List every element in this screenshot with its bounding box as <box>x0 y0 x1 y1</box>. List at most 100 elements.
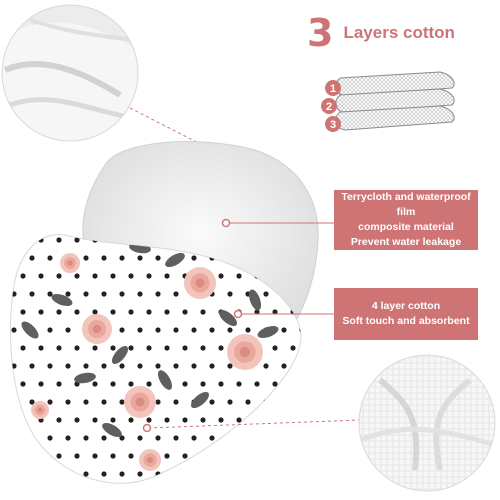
polka-dot <box>146 381 152 387</box>
polka-dot <box>83 363 89 369</box>
polka-dot <box>272 345 278 351</box>
leaf <box>102 423 122 437</box>
cotton-callout-line-1: 4 layer cotton <box>371 300 441 312</box>
polka-dot <box>65 399 71 405</box>
polka-dot <box>38 273 44 279</box>
polka-dot <box>20 453 26 459</box>
layer-badge-1 <box>325 80 341 96</box>
polka-dot <box>218 381 224 387</box>
polka-dot <box>56 273 62 279</box>
polka-dot <box>290 453 296 459</box>
polka-dot <box>29 291 35 297</box>
polka-dot <box>38 345 44 351</box>
layer-number-3: 3 <box>330 119 336 131</box>
polka-dot <box>281 435 287 441</box>
terrycloth-callout: Terrycloth and waterproof film composite… <box>334 190 478 250</box>
polka-dot <box>263 363 269 369</box>
leaf <box>74 372 96 384</box>
polka-dot <box>29 363 35 369</box>
terrycloth-callout-line-2: composite material <box>358 221 454 233</box>
layers-diagram: 1 2 3 <box>321 71 455 132</box>
polka-dot <box>137 363 143 369</box>
polka-dot <box>2 381 7 386</box>
polka-dot <box>119 471 125 477</box>
polka-dot <box>200 381 206 387</box>
rose-flower <box>227 334 263 370</box>
layer-count: 3 <box>307 11 334 55</box>
polka-dot <box>299 363 301 369</box>
polka-dot <box>164 345 170 351</box>
polka-dot <box>47 291 53 297</box>
polka-dot <box>20 309 26 315</box>
rose-flower <box>124 386 156 418</box>
polka-dot <box>191 363 197 369</box>
layer-badge-2 <box>321 98 337 114</box>
polka-dot <box>155 327 161 333</box>
polka-dot <box>191 435 197 441</box>
polka-dot <box>119 363 125 369</box>
polka-dot <box>209 471 215 477</box>
layer-number-1: 1 <box>330 83 336 95</box>
polka-dot <box>74 417 80 423</box>
polka-dot <box>20 345 26 351</box>
polka-dot <box>47 471 53 477</box>
polka-dot <box>11 327 17 333</box>
leaf <box>158 370 172 390</box>
polka-dot <box>173 471 179 477</box>
polka-dot <box>227 399 233 405</box>
polka-dot <box>209 327 215 333</box>
polka-dot <box>74 345 80 351</box>
polka-dot <box>11 435 17 441</box>
polka-dot <box>119 327 125 333</box>
polka-dot <box>236 453 242 459</box>
connector-line-bottom <box>147 419 361 429</box>
polka-dot <box>281 327 287 333</box>
layers-headline: 3 Layers cotton <box>307 14 455 52</box>
polka-dot <box>281 399 287 405</box>
layer-badge-3 <box>325 116 341 132</box>
leaf <box>111 345 129 365</box>
polka-dot <box>200 453 206 459</box>
polka-dot <box>164 309 170 315</box>
polka-dot <box>29 399 35 405</box>
polka-dot <box>281 471 287 477</box>
polka-dot <box>164 453 170 459</box>
headline-title: Layers cotton <box>343 23 455 42</box>
polka-dot <box>290 345 296 351</box>
terrycloth-callout-line-1: Terrycloth and waterproof film <box>341 191 471 218</box>
polka-dot <box>110 453 116 459</box>
polka-dot <box>218 417 224 423</box>
rose-flower <box>139 449 161 471</box>
polka-dot <box>83 291 89 297</box>
polka-dot <box>110 273 116 279</box>
polka-dot <box>227 435 233 441</box>
polka-dot <box>182 381 188 387</box>
polka-dot <box>227 327 233 333</box>
polka-dot <box>227 291 233 297</box>
polka-dot <box>56 345 62 351</box>
polka-dot <box>74 273 80 279</box>
polka-dot <box>299 399 301 405</box>
polka-dot <box>164 417 170 423</box>
polka-dot <box>92 345 98 351</box>
polka-dot <box>56 453 62 459</box>
polka-dot <box>56 381 62 387</box>
polka-dot <box>218 453 224 459</box>
polka-dot <box>56 417 62 423</box>
polka-dot <box>299 435 301 441</box>
polka-dot <box>74 309 80 315</box>
polka-dot <box>20 381 26 387</box>
polka-dot <box>38 309 44 315</box>
polka-dot <box>65 327 71 333</box>
polka-dot <box>29 471 35 477</box>
polka-dot <box>155 399 161 405</box>
polka-dot <box>65 435 71 441</box>
polka-dot <box>47 435 53 441</box>
polka-dot <box>2 237 7 242</box>
polka-dot <box>101 363 107 369</box>
polka-dot <box>146 309 152 315</box>
polka-dot <box>155 291 161 297</box>
polka-dot <box>65 363 71 369</box>
polka-dot <box>47 255 53 261</box>
leaf <box>257 325 279 339</box>
